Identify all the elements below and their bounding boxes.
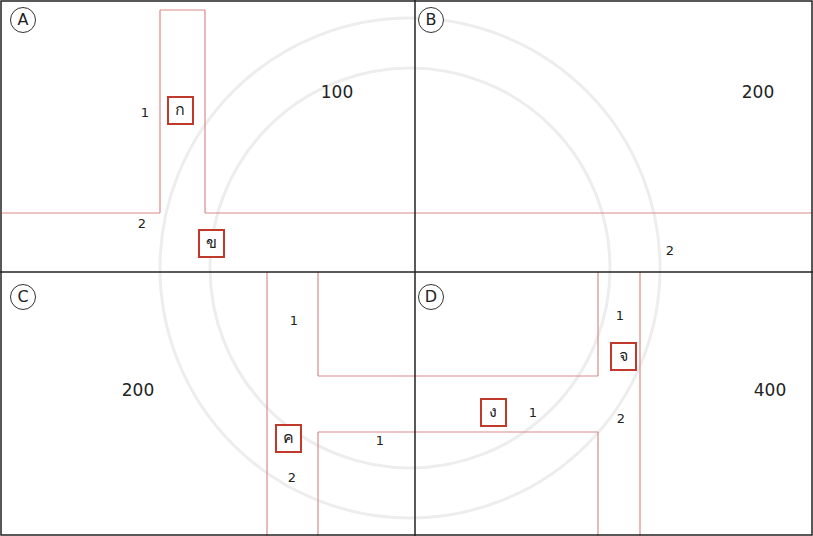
parcel-marker: ก bbox=[167, 96, 194, 125]
quadrant-circle: B bbox=[418, 7, 444, 33]
node-text: ก bbox=[175, 102, 185, 118]
area-value: 100 bbox=[321, 84, 353, 101]
node-text: C bbox=[17, 289, 28, 305]
node-text: จ bbox=[619, 348, 628, 364]
node-text: ข bbox=[206, 235, 217, 251]
parcel-marker: จ bbox=[610, 342, 637, 371]
zone-number: 2 bbox=[138, 217, 146, 230]
zone-number: 1 bbox=[616, 309, 624, 322]
parcel-marker: ง bbox=[480, 398, 507, 427]
parcel-marker: ข bbox=[198, 229, 225, 258]
zone-number: 2 bbox=[617, 412, 625, 425]
zone-number: 1 bbox=[290, 314, 298, 327]
quadrant-circle: C bbox=[10, 284, 36, 310]
parcel-marker: ค bbox=[275, 424, 302, 453]
zone-number: 1 bbox=[141, 106, 149, 119]
zone-number: 1 bbox=[529, 406, 537, 419]
zone-number: 2 bbox=[666, 244, 674, 257]
node-text: D bbox=[425, 289, 437, 305]
quadrant-circle: D bbox=[418, 284, 444, 310]
zone-number: 1 bbox=[376, 434, 384, 447]
quadrant-circle: A bbox=[10, 7, 36, 33]
area-value: 200 bbox=[122, 382, 154, 399]
watermark bbox=[160, 18, 660, 518]
area-value: 400 bbox=[754, 382, 786, 399]
area-value: 200 bbox=[742, 84, 774, 101]
node-text: ง bbox=[489, 404, 497, 420]
zone-number: 2 bbox=[288, 471, 296, 484]
node-text: ค bbox=[283, 430, 294, 446]
node-text: B bbox=[426, 12, 437, 28]
parcel-lines bbox=[2, 10, 813, 536]
node-text: A bbox=[18, 12, 29, 28]
